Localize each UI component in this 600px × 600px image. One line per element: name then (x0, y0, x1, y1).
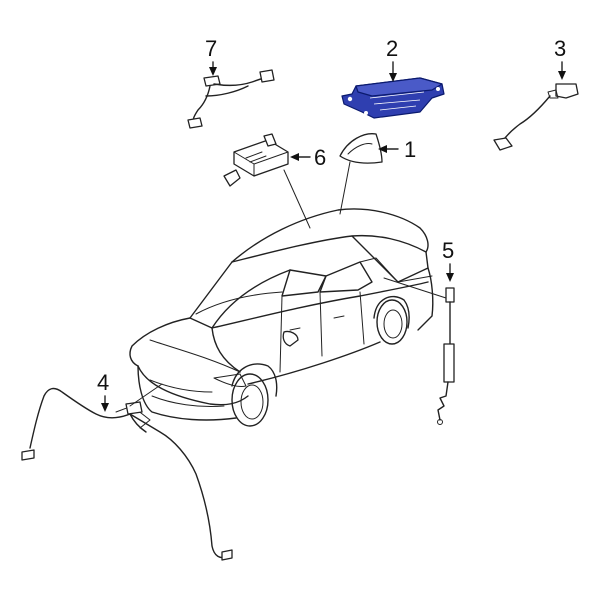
part-4-antenna-cable[interactable] (21, 383, 233, 561)
callout-label-5: 5 (442, 238, 454, 263)
part-2-antenna-module[interactable] (341, 77, 445, 119)
part-6-antenna-amplifier[interactable] (223, 133, 311, 229)
callout-label-4: 4 (97, 370, 109, 395)
callout-label-2: 2 (386, 36, 398, 61)
callout-6: 6 (290, 145, 326, 170)
callout-2: 2 (386, 36, 398, 82)
callout-label-3: 3 (554, 36, 566, 61)
callout-1: 1 (378, 137, 416, 162)
callout-4: 4 (97, 370, 109, 412)
part-3-antenna-lead[interactable] (493, 83, 579, 151)
part-1-antenna[interactable] (339, 133, 383, 215)
part-7-jumper-cable[interactable] (187, 69, 275, 129)
callout-label-6: 6 (314, 145, 326, 170)
callout-label-7: 7 (205, 36, 217, 61)
car-body (129, 208, 434, 427)
callout-5: 5 (442, 238, 454, 282)
callout-label-1: 1 (404, 137, 416, 162)
leader-line-1 (339, 161, 351, 215)
callout-7: 7 (205, 36, 217, 76)
part-5-antenna-mast[interactable] (383, 277, 455, 425)
callout-3: 3 (554, 36, 566, 80)
